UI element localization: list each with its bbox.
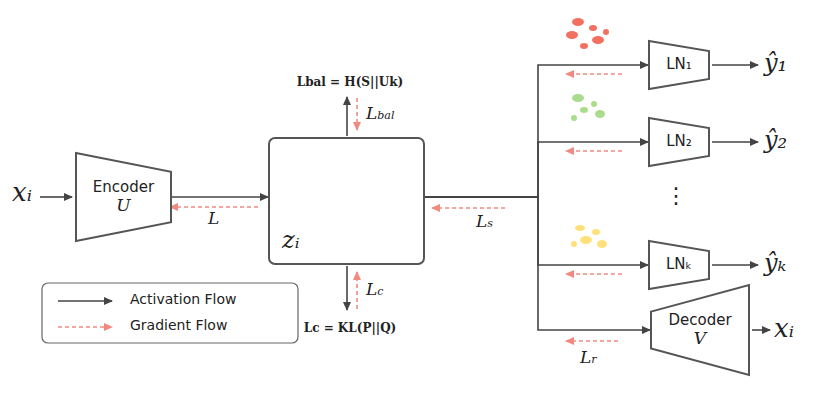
network-trapezoid: LN₂ [648, 117, 710, 167]
outline-shape [649, 118, 709, 166]
loss-formula: Lc = KL(P||Q) [304, 322, 397, 335]
node-title: LN₂ [666, 133, 692, 150]
network-trapezoid: LNₖ [648, 240, 710, 290]
node-title: LN₁ [666, 56, 692, 73]
legend-text: Gradient Flow [130, 318, 227, 333]
variable-label: ⋮ [665, 184, 687, 208]
node-title: zᵢ [282, 227, 299, 255]
variable-label: ŷ₂ [764, 127, 787, 153]
activation-connector [425, 197, 650, 330]
node-symbol: U [116, 196, 130, 216]
loss-label: Lc [366, 280, 383, 299]
activation-connector [425, 197, 648, 265]
loss-label: Lr [580, 348, 597, 367]
outline-shape [76, 153, 171, 241]
network-trapezoid: EncoderU [75, 152, 172, 242]
decoder-trapezoid: DecoderV [650, 284, 750, 376]
network-trapezoid: LN₁ [648, 40, 710, 90]
activation-connector [425, 65, 648, 197]
outline-shape [649, 241, 709, 289]
variable-label: xᵢ [12, 178, 32, 207]
node-title: LNₖ [666, 256, 692, 273]
loss-label: L [208, 209, 219, 228]
activation-arrows [40, 65, 770, 330]
node-title: Decoder [668, 312, 731, 329]
activation-connector [425, 142, 648, 197]
variable-label: xᵢ [774, 314, 794, 343]
node-content: LN₂ [648, 117, 710, 167]
node-symbol: V [694, 329, 706, 349]
loss-label: Lbal [366, 104, 394, 123]
node-content: DecoderV [650, 284, 750, 376]
node-title: Encoder [93, 179, 154, 196]
node-content: zᵢ [268, 137, 425, 265]
legend-text: Activation Flow [130, 292, 237, 307]
variable-label: ŷₖ [764, 250, 786, 276]
node-content: LNₖ [648, 240, 710, 290]
latent-box: zᵢ [268, 137, 425, 265]
loss-formula: Lbal = H(S||Uk) [297, 76, 403, 89]
activation-connector [172, 196, 268, 198]
loss-label: Ls [476, 212, 493, 231]
node-content: EncoderU [75, 152, 172, 242]
outline-shape [269, 138, 424, 264]
node-content: LN₁ [648, 40, 710, 90]
legend-box [42, 283, 298, 343]
outline-shape [649, 41, 709, 89]
variable-label: ŷ₁ [764, 50, 787, 76]
outline-shape [651, 285, 749, 375]
